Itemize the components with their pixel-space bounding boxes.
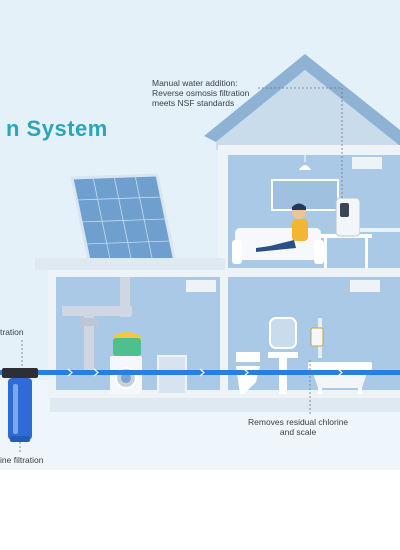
ro-callout-line-1: Manual water addition: bbox=[152, 78, 238, 88]
main-water-pipe bbox=[0, 370, 400, 375]
ro-callout: Manual water addition: Reverse osmosis f… bbox=[152, 78, 249, 108]
vent bbox=[186, 280, 216, 292]
left-callout-bottom-text: ine filtration bbox=[0, 455, 44, 465]
vent bbox=[352, 157, 382, 169]
shower-callout-line-1: Removes residual chlorine bbox=[248, 417, 349, 427]
left-callout-bottom: ine filtration bbox=[0, 455, 43, 465]
wall-picture bbox=[271, 179, 339, 211]
flow-arrows bbox=[67, 368, 343, 377]
vent bbox=[350, 280, 380, 292]
person-icon bbox=[256, 203, 308, 252]
solar-panel-icon bbox=[70, 173, 177, 267]
ceiling-lamp-icon bbox=[299, 155, 311, 170]
shower-filter-icon bbox=[310, 318, 324, 358]
shower-callout: Removes residual chlorine and scale bbox=[248, 417, 348, 437]
mirror bbox=[269, 317, 297, 349]
drain-pipes bbox=[62, 277, 132, 370]
ro-callout-line-3: meets NSF standards bbox=[152, 98, 235, 108]
roof bbox=[204, 54, 400, 146]
laundry-basket-icon bbox=[113, 332, 141, 356]
ro-pipe bbox=[360, 228, 400, 232]
left-callout-top: tration bbox=[0, 327, 24, 337]
foundation bbox=[50, 398, 400, 412]
callout-lines bbox=[19, 87, 343, 452]
diagram-title: n System bbox=[6, 116, 108, 141]
water-filter-icon bbox=[2, 368, 38, 442]
ro-purifier-icon bbox=[335, 197, 361, 237]
shower-callout-line-2: and scale bbox=[279, 427, 317, 437]
left-callout-top-text: tration bbox=[0, 327, 24, 337]
ro-callout-line-2: Reverse osmosis filtration bbox=[152, 88, 250, 98]
sink-icon bbox=[268, 352, 298, 394]
roof-shadow bbox=[216, 70, 400, 150]
upper-ledge bbox=[35, 258, 225, 270]
